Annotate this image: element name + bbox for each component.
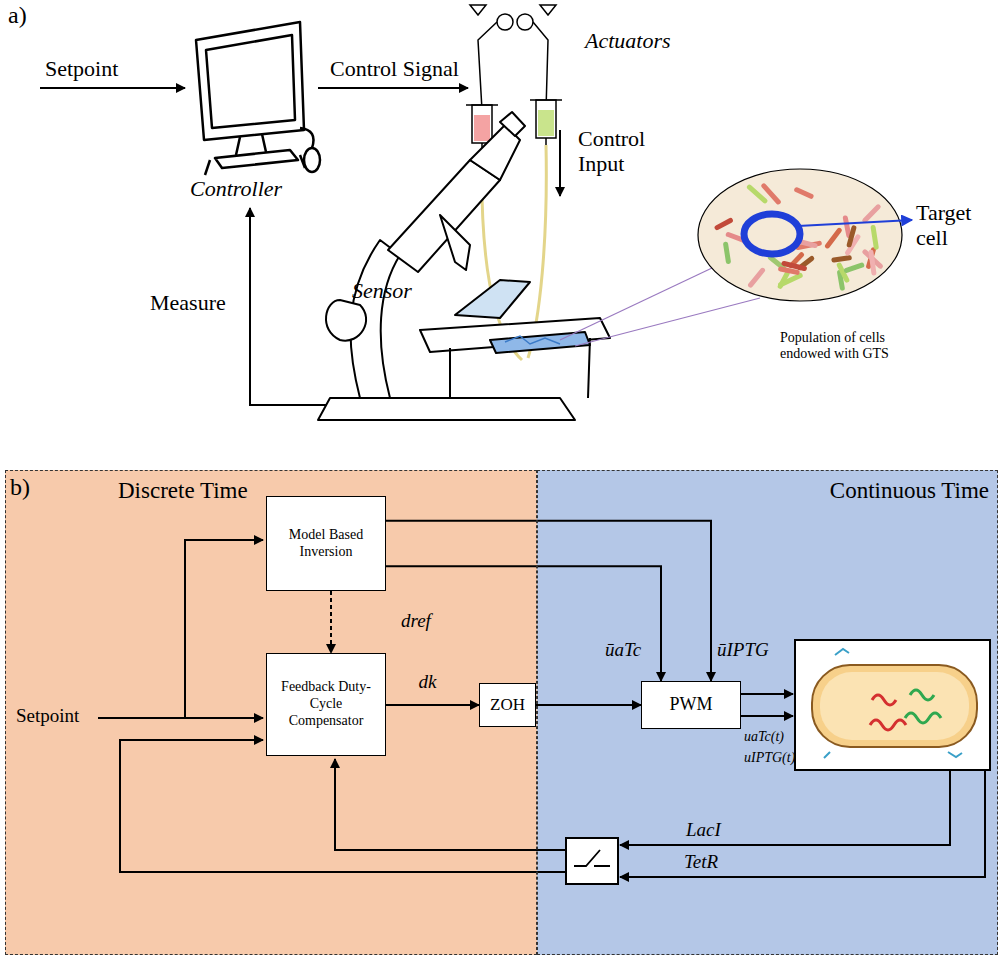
bacterium	[827, 230, 839, 246]
box-label: Model Based Inversion	[271, 527, 381, 561]
annotation-label: TetR	[684, 851, 718, 873]
target-pointer	[798, 220, 912, 226]
bacterium	[845, 218, 848, 236]
bacterium	[801, 242, 815, 246]
bacterium	[849, 228, 854, 245]
signal-arrow	[536, 704, 641, 706]
discrete-ground	[5, 470, 537, 955]
bacterium	[781, 269, 798, 272]
signal-arrow	[330, 591, 332, 653]
process-box: ZOH	[479, 683, 536, 727]
annotation-label: uIPTG(t)	[744, 750, 795, 766]
bacterium	[873, 228, 876, 248]
signal-arrow	[386, 521, 711, 681]
bacterium	[751, 270, 763, 285]
process-box: Model Based Inversion	[266, 496, 386, 591]
box-label: ZOH	[490, 695, 525, 715]
cell-block	[795, 640, 990, 770]
edge-label: ūIPTG	[717, 639, 769, 661]
bacterium	[781, 275, 801, 284]
sampler	[566, 838, 618, 884]
annotation-label: Target cell	[916, 200, 996, 251]
annotation-label: Controller	[190, 176, 282, 201]
flow-arrows	[40, 88, 560, 405]
annotation-label: Actuators	[585, 28, 671, 53]
process-box: PWM	[641, 681, 741, 729]
annotation-label: LacI	[686, 819, 721, 841]
band-title: Continuous Time	[830, 477, 989, 505]
bacterium	[871, 252, 874, 273]
bacterium	[717, 220, 730, 227]
edge-label: dref	[401, 610, 431, 632]
target-ring	[744, 214, 800, 254]
edge-label: dk	[419, 671, 437, 693]
box-label: PWM	[669, 694, 712, 716]
edge-label: ūaTc	[605, 639, 641, 661]
bacterium	[749, 187, 764, 201]
annotation-label: Sensor	[352, 278, 412, 303]
process-box: Feedback Duty-Cycle Compensator	[266, 653, 386, 756]
time-domain-band: Discrete TimeModel Based InversionFeedba…	[5, 470, 537, 955]
band-title: Discrete Time	[118, 477, 248, 505]
cell-population	[698, 169, 902, 301]
annotation-label: Control Signal	[330, 56, 459, 81]
computer-icon	[196, 22, 320, 175]
bacterium	[797, 190, 811, 197]
annotation-label: Control Input	[578, 126, 678, 177]
microscope	[318, 112, 610, 420]
box-label: Feedback Duty-Cycle Compensator	[271, 679, 381, 729]
signal-wires	[98, 540, 985, 877]
annotation-label: uaTc(t)	[744, 729, 784, 745]
annotation-label: Setpoint	[16, 705, 79, 727]
time-domain-band: Continuous TimePWM	[537, 470, 998, 955]
annotation-label: Measure	[150, 290, 226, 315]
annotation-label: b)	[10, 474, 30, 502]
bacterium	[834, 258, 849, 260]
syringe-pumps	[466, 5, 562, 150]
bacterium	[784, 263, 804, 268]
signal-arrow	[386, 566, 661, 681]
bacteria	[717, 186, 880, 288]
bacterium	[865, 207, 878, 221]
annotation-label: a)	[8, 2, 27, 30]
bacterium	[726, 244, 729, 261]
annotation-label: Setpoint	[45, 56, 118, 81]
signal-arrow	[386, 704, 479, 706]
annotation-label: Population of cells endowed with GTS	[780, 330, 900, 362]
bacterium	[846, 265, 861, 270]
continuous-ground	[537, 470, 998, 955]
